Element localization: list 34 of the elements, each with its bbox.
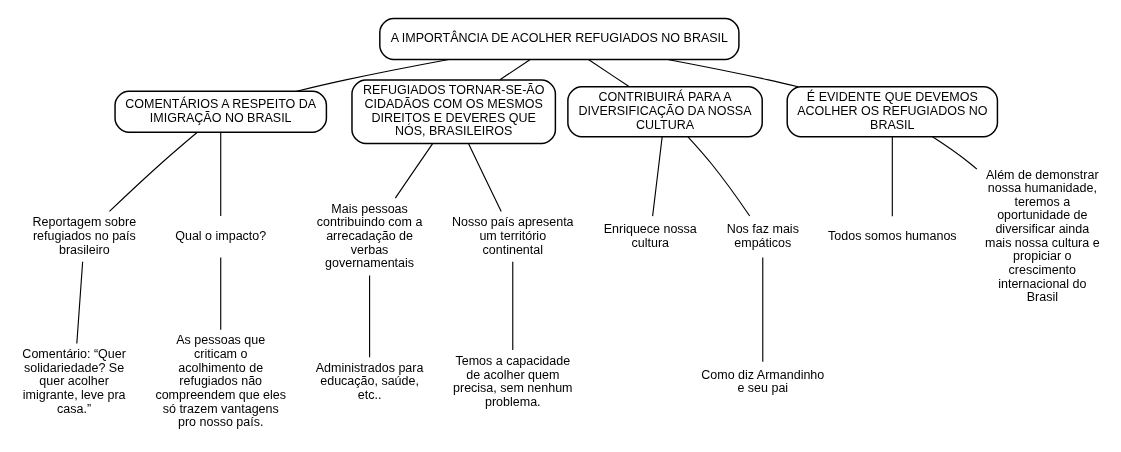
node-text: Temos a capacidade de acolher quem precisa, sem nenhum problema. — [453, 353, 573, 409]
connector — [512, 260, 514, 351]
node-text: Reportagem sobre refugiados no país brasileiro — [32, 214, 137, 257]
connector — [667, 58, 799, 87]
node-text: Qual o impacto? — [175, 228, 267, 243]
connector — [394, 142, 434, 199]
connector — [220, 256, 222, 330]
node-box: É EVIDENTE QUE DEVEMOS ACOLHER OS REFUGIADOS NO BRASIL — [786, 85, 999, 137]
node-text: Como diz Armandinho e seu pai — [701, 367, 825, 395]
node-box: CONTRIBUIRÁ PARA A DIVERSIFICAÇÃO DA NOSSA CULTURA — [567, 85, 763, 137]
node-box: A IMPORTÂNCIA DE ACOLHER REFUGIADOS NO BRASIL — [379, 17, 740, 60]
connector — [652, 135, 663, 217]
connector — [687, 135, 751, 217]
node-text: Todos somos humanos — [828, 228, 957, 243]
connector — [931, 135, 978, 170]
node-text: Nos faz mais empáticos — [726, 221, 799, 250]
node-text: Nosso país apresenta um território continental — [451, 214, 574, 257]
node-text: Mais pessoas contribuindo com a arrecadação de verbas governamentais — [316, 201, 423, 270]
connector — [468, 142, 502, 212]
connector — [891, 135, 893, 217]
node-text: Enriquece nossa cultura — [603, 221, 697, 250]
node-box: COMENTÁRIOS A RESPEITO DA IMIGRAÇÃO NO BRASIL — [114, 90, 328, 133]
node-text: Além de demonstrar nossa humanidade, teremos a oportunidade de diversificar ainda mais nossa cultura e propiciar o crescimento internacional do Brasil — [985, 167, 1100, 304]
connector — [220, 131, 222, 216]
connector — [762, 256, 764, 362]
node-box: REFUGIADOS TORNAR-SE-ÃO CIDADÃOS COM OS MESMOS DIREITOS E DEVERES QUE NÓS, BRASILEIROS — [351, 78, 557, 144]
connector — [76, 260, 84, 344]
node-text: Comentário: “Quer solidariedade? Se quer acolher imigrante, leve pra casa.” — [22, 346, 126, 416]
connector — [296, 58, 450, 92]
connector — [588, 58, 630, 87]
node-text: As pessoas que criticam o acolhimento de refugiados não compreendem que eles só trazem vantagens pro nosso país. — [155, 332, 287, 429]
connector — [369, 274, 371, 358]
connector — [108, 131, 198, 212]
node-text: Administrados para educação, saúde, etc.. — [315, 360, 424, 402]
